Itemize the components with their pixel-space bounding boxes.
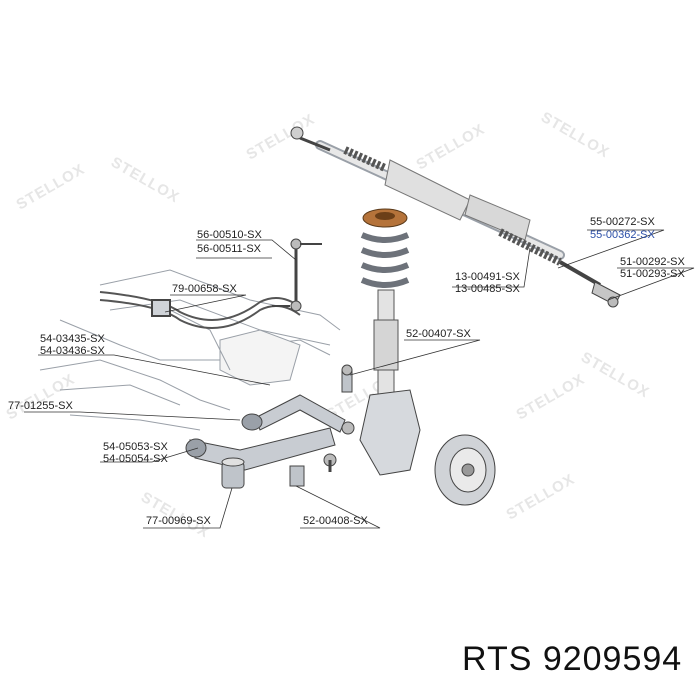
watermark: STELLOX [4, 371, 78, 424]
stabilizer-bar [99, 291, 301, 329]
part-label: 77-01255-SX [8, 400, 73, 412]
part-label: 54-05053-SX [103, 441, 168, 453]
watermark: STELLOX [108, 154, 182, 207]
watermark: STELLOX [14, 161, 88, 214]
part-label-highlighted: 55-00362-SX [590, 229, 655, 241]
watermark: STELLOX [504, 471, 578, 524]
part-label: 54-03436-SX [40, 345, 105, 357]
part-label: 56-00511-SX [197, 243, 262, 255]
part-label: 79-00658-SX [172, 283, 237, 295]
part-label: 52-00408-SX [303, 515, 368, 527]
strut-assembly [360, 208, 410, 401]
part-label: 51-00293-SX [620, 268, 685, 280]
stabilizer-link [272, 238, 322, 312]
part-label: 55-00272-SX [590, 216, 655, 228]
bushings [221, 364, 353, 489]
part-label: 13-00491-SX [455, 271, 520, 283]
watermark: STELLOX [414, 121, 488, 174]
watermark-layer: STELLOX STELLOX STELLOX STELLOX STELLOX … [4, 109, 653, 542]
upper-control-arm [241, 394, 355, 435]
watermark: STELLOX [578, 349, 652, 402]
part-label: 13-00485-SX [455, 283, 520, 295]
leader-lines [24, 229, 695, 529]
part-label: 77-00969-SX [146, 515, 211, 527]
lower-control-arm [185, 427, 337, 472]
part-number-caption: RTS 9209594 [462, 640, 683, 678]
part-label: 54-03435-SX [40, 333, 105, 345]
part-label: 51-00292-SX [620, 256, 685, 268]
watermark: STELLOX [244, 111, 318, 164]
part-label: 52-00407-SX [406, 328, 471, 340]
watermark: STELLOX [538, 109, 612, 162]
subframe-outline [39, 269, 341, 431]
steering-rack [290, 126, 621, 308]
knuckle-hub [359, 389, 496, 506]
part-label: 54-05054-SX [103, 453, 168, 465]
watermark: STELLOX [514, 371, 588, 424]
part-label: 56-00510-SX [197, 229, 262, 241]
